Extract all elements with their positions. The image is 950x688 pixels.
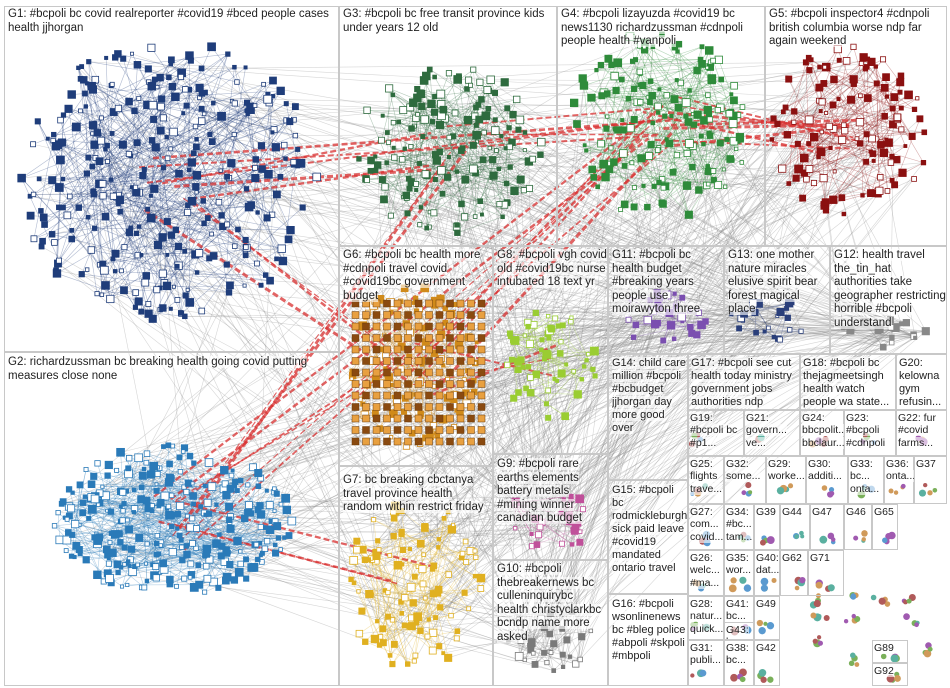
group-label-g24: G24: bbcpolit... bbclaur...: [802, 412, 844, 455]
group-label-g7: G7: bc breaking cbctanya travel province…: [343, 474, 493, 515]
group-label-g16: G16: #bcpoli wsonlinenews bc #bleg polic…: [612, 598, 688, 663]
vertex[interactable]: [814, 600, 821, 607]
group-label-g46: G46: [846, 506, 872, 549]
group-label-g35: G35: wor...: [726, 552, 754, 595]
group-label-g65: G65: [874, 506, 898, 549]
group-label-g2: G2: richardzussman bc breaking health go…: [8, 356, 338, 383]
group-label-g89: G89: [874, 642, 908, 662]
group-label-g20: G20: kelowna gym refusin...: [899, 357, 947, 409]
group-label-g12: G12: health travel the_tin_hat authoriti…: [834, 249, 946, 330]
group-label-g47: G47: [812, 506, 844, 549]
group-label-g19: G19: #bcpoli bc #p1...: [690, 412, 744, 455]
group-label-g44: G44: [782, 506, 810, 549]
group-label-g49: G49: [756, 598, 780, 639]
group-label-g23: G23: #bcpoli #cdnpoli: [846, 412, 896, 455]
vertex[interactable]: [907, 599, 912, 604]
group-label-g92: G92: [874, 665, 908, 685]
vertex[interactable]: [914, 622, 919, 627]
group-label-g34: G34: #bc... tam...: [726, 506, 754, 549]
group-label-g26: G26: welc... #ma...: [690, 552, 724, 595]
group-label-g1: G1: #bcpoli bc covid realreporter #covid…: [8, 8, 333, 35]
group-label-g37: G37: [916, 458, 947, 503]
group-label-g33: G33: bc... onta...: [850, 458, 884, 503]
group-label-g71: G71: [810, 552, 844, 595]
group-panel-g3[interactable]: [339, 6, 557, 246]
group-label-g14: G14: child care million #bcpoli #bcbudge…: [612, 357, 688, 435]
vertex[interactable]: [849, 661, 855, 667]
group-label-g31: G31: publi...: [690, 642, 724, 685]
group-label-g4: G4: #bcpoli lizayuzda #covid19 bc news11…: [561, 8, 761, 49]
group-label-g10: G10: #bcpoli thebreakernews bc culleninq…: [497, 563, 607, 644]
vertex[interactable]: [813, 639, 818, 644]
group-label-g21: G21: govern... ve...: [746, 412, 800, 455]
vertex[interactable]: [854, 662, 859, 667]
group-label-g18: G18: #bcpoli bc thejagmeetsingh health w…: [803, 357, 895, 409]
group-label-g43: G43: bc...: [726, 624, 754, 639]
vertex[interactable]: [810, 613, 816, 619]
group-label-g25: G25: flights trave...: [690, 458, 724, 503]
vertex[interactable]: [879, 598, 886, 605]
group-label-g9: G9: #bcpoli rare earths elements battery…: [497, 458, 607, 526]
group-label-g32: G32: some...: [726, 458, 766, 503]
group-label-g30: G30: additi...: [808, 458, 848, 503]
group-label-g3: G3: #bcpoli bc free transit province kid…: [343, 8, 555, 35]
group-label-g17: G17: #bcpoli see cut health today minist…: [691, 357, 799, 409]
group-panel-g1[interactable]: [4, 6, 339, 352]
group-label-g22: G22: fur #covid farms...: [898, 412, 947, 455]
vertex[interactable]: [903, 613, 910, 620]
vertex[interactable]: [851, 593, 856, 598]
vertex[interactable]: [871, 595, 877, 601]
group-label-g36: G36: onta...: [886, 458, 914, 503]
group-label-g62: G62: [782, 552, 808, 595]
group-label-g6: G6: #bcpoli bc health more #cdnpoli trav…: [343, 249, 491, 303]
group-label-g8: G8: #bcpoli vgh covid old #covid19bc nur…: [497, 249, 607, 290]
vertex[interactable]: [824, 615, 830, 621]
group-label-g5: G5: #bcpoli inspector4 #cdnpoli british …: [769, 8, 945, 49]
group-label-g11: G11: #bcpoli bc health budget #breaking …: [612, 249, 723, 317]
group-label-g42: G42: [756, 642, 780, 685]
group-label-g40: G40: dat...: [756, 552, 780, 595]
vertex[interactable]: [852, 614, 856, 618]
vertex[interactable]: [817, 635, 821, 639]
group-label-g28: G28: natur... quick...: [690, 598, 724, 639]
vertex[interactable]: [850, 653, 856, 659]
vertex[interactable]: [844, 619, 848, 623]
group-panel-g2[interactable]: [4, 352, 339, 686]
vertex[interactable]: [928, 647, 933, 652]
group-label-g27: G27: com... covid...: [690, 506, 724, 549]
group-label-g15: G15: #bcpoli bc rodmickleburgh sick paid…: [612, 484, 688, 575]
group-label-g39: G39: [756, 506, 780, 549]
group-label-g38: G38: bc...: [726, 642, 754, 685]
group-label-g13: G13: one mother nature miracles elusive …: [728, 249, 830, 317]
group-label-g29: G29: worke...: [768, 458, 806, 503]
vertex[interactable]: [818, 641, 823, 646]
